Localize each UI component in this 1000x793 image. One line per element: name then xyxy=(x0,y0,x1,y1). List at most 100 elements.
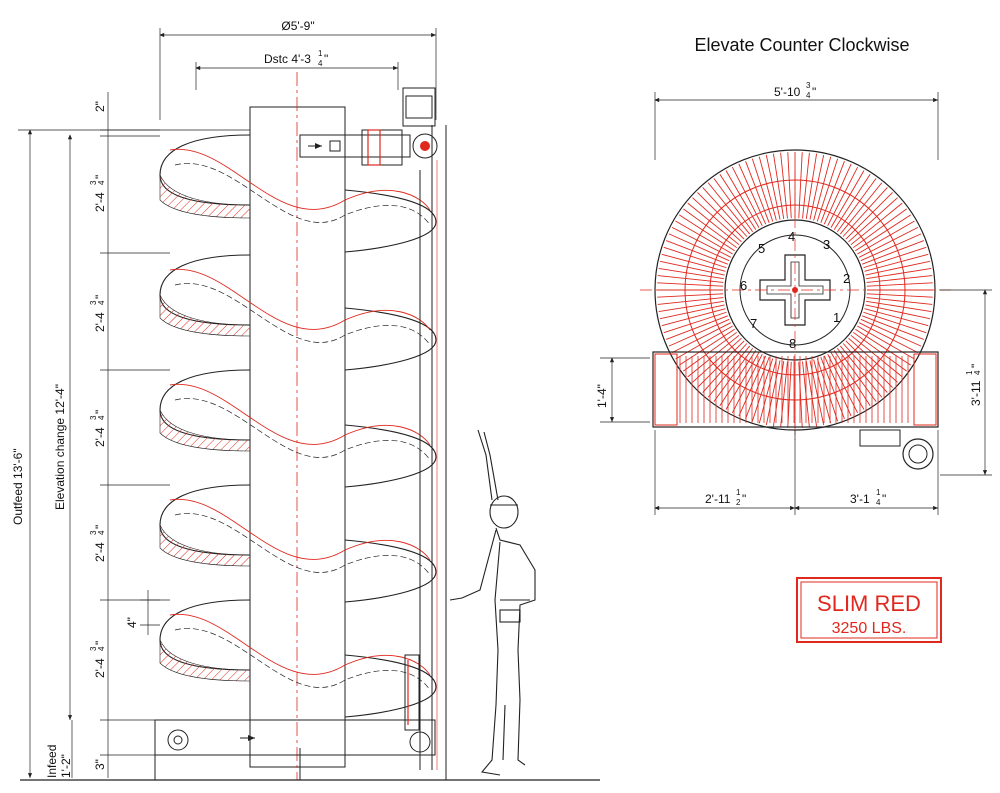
pitch-label-1: 2'-4 3 4 " xyxy=(89,175,107,212)
spiral-slat xyxy=(830,352,865,410)
width-label: 5'-10 3 4 " xyxy=(774,81,816,100)
spiral-slat xyxy=(758,359,777,424)
diameter-label: Ø5'-9" xyxy=(281,19,314,33)
spiral-slat xyxy=(659,260,725,276)
svg-text:2'-4: 2'-4 xyxy=(93,312,107,332)
central-column xyxy=(249,106,346,768)
spiral-slat xyxy=(855,214,911,252)
spiral-slat xyxy=(857,220,915,255)
top-view: Elevate Counter Clockwise 5'-10 3 4 " 4 … xyxy=(595,35,992,515)
spiral-slat xyxy=(697,340,745,388)
spiral-slat xyxy=(809,154,825,220)
spiral-slat xyxy=(780,152,788,219)
spiral-band-3 xyxy=(159,369,437,488)
outfeed-conveyor xyxy=(299,87,438,166)
left-span-label: 2'-11 1 2 " xyxy=(705,488,746,507)
outfeed-pulley xyxy=(412,133,438,159)
spiral-slat xyxy=(845,340,893,388)
spiral-slat xyxy=(731,353,763,414)
svg-text:3'-11: 3'-11 xyxy=(969,380,983,406)
spiral-slat xyxy=(848,337,898,383)
svg-text:": " xyxy=(93,525,107,529)
spiral-band-4 xyxy=(159,484,437,603)
svg-text:": " xyxy=(93,641,107,645)
spiral-band-2 xyxy=(159,254,437,371)
svg-text:3'-1: 3'-1 xyxy=(850,492,870,506)
spiral-slat xyxy=(839,345,883,398)
spiral-slat xyxy=(657,297,724,305)
svg-text:3: 3 xyxy=(806,81,811,90)
svg-text:3: 3 xyxy=(89,415,98,420)
spiral-band-1 xyxy=(159,134,437,253)
spiral-slat xyxy=(862,315,924,340)
spiral-slat xyxy=(661,253,726,272)
spiral-slat xyxy=(787,152,792,219)
svg-text:4: 4 xyxy=(806,91,811,100)
spiral-slat xyxy=(675,220,733,255)
svg-text:3: 3 xyxy=(89,646,98,651)
svg-text:": " xyxy=(324,52,328,66)
svg-text:3: 3 xyxy=(89,300,98,305)
spiral-slat xyxy=(802,152,810,219)
svg-text:4: 4 xyxy=(97,180,106,185)
spiral-slat xyxy=(666,315,728,340)
spiral-slat xyxy=(866,297,933,305)
column-number-8: 8 xyxy=(789,336,796,351)
svg-text:3: 3 xyxy=(89,530,98,535)
spiral-slat xyxy=(683,208,738,249)
column-number-6: 6 xyxy=(740,278,747,293)
spiral-slat xyxy=(820,357,845,419)
spiral-slat xyxy=(719,174,757,230)
conveyor-slats xyxy=(679,356,909,423)
svg-text:4: 4 xyxy=(876,498,881,507)
spiral-slat xyxy=(855,328,911,366)
side-view: Ø5'-9" Dstc 4'-3 1 4 " xyxy=(11,19,600,781)
spiral-slat xyxy=(758,156,777,221)
spiral-slat xyxy=(866,293,933,298)
spiral-slat xyxy=(866,275,933,283)
spiral-slat xyxy=(839,182,883,235)
spiral-slat xyxy=(805,153,818,219)
spiral-slat xyxy=(863,246,927,269)
spiral-slat xyxy=(864,253,929,272)
spiral-slats xyxy=(657,152,933,428)
svg-text:2'-4: 2'-4 xyxy=(93,658,107,678)
svg-text:1: 1 xyxy=(965,370,974,375)
column-number-2: 2 xyxy=(843,271,850,286)
top-view-conveyor xyxy=(652,351,939,428)
spiral-slat xyxy=(805,361,818,427)
four-inch-label: 4" xyxy=(125,617,139,628)
spiral-slat xyxy=(707,182,751,235)
spiral-slat xyxy=(745,161,770,223)
svg-text:4: 4 xyxy=(97,300,106,305)
spiral-slat xyxy=(671,226,732,258)
pitch-label-2: 2'-4 3 4 " xyxy=(89,295,107,332)
spiral-slat xyxy=(836,178,877,233)
spiral-slat xyxy=(668,233,730,262)
pitch-label-3: 2'-4 3 4 " xyxy=(89,410,107,447)
spiral-slat xyxy=(657,293,724,298)
spiral-slat xyxy=(813,156,832,221)
spiral-slat xyxy=(865,304,931,320)
spiral-slat xyxy=(713,178,754,233)
infeed-conveyor xyxy=(154,654,436,780)
spiral-slat xyxy=(697,192,745,240)
column-number-1: 1 xyxy=(833,310,840,325)
svg-text:": " xyxy=(812,85,816,99)
svg-text:4: 4 xyxy=(97,415,106,420)
model-name: SLIM RED xyxy=(817,591,921,616)
infeed-label: Infeed xyxy=(45,745,59,778)
pitch-label-4: 2'-4 3 4 " xyxy=(89,525,107,562)
outfeed-height-label: Outfeed 13'-6" xyxy=(11,448,25,525)
svg-text:2'-4: 2'-4 xyxy=(93,192,107,212)
spiral-slat xyxy=(858,226,919,258)
spiral-slat xyxy=(657,282,724,287)
spiral-slat xyxy=(679,328,735,366)
spiral-slat xyxy=(725,352,760,410)
spiral-slat xyxy=(857,325,915,360)
spiral-slat xyxy=(830,170,865,228)
spiral-slat xyxy=(864,308,929,327)
svg-text:": " xyxy=(93,295,107,299)
spiral-slat xyxy=(798,152,803,219)
svg-text:1: 1 xyxy=(876,488,881,497)
